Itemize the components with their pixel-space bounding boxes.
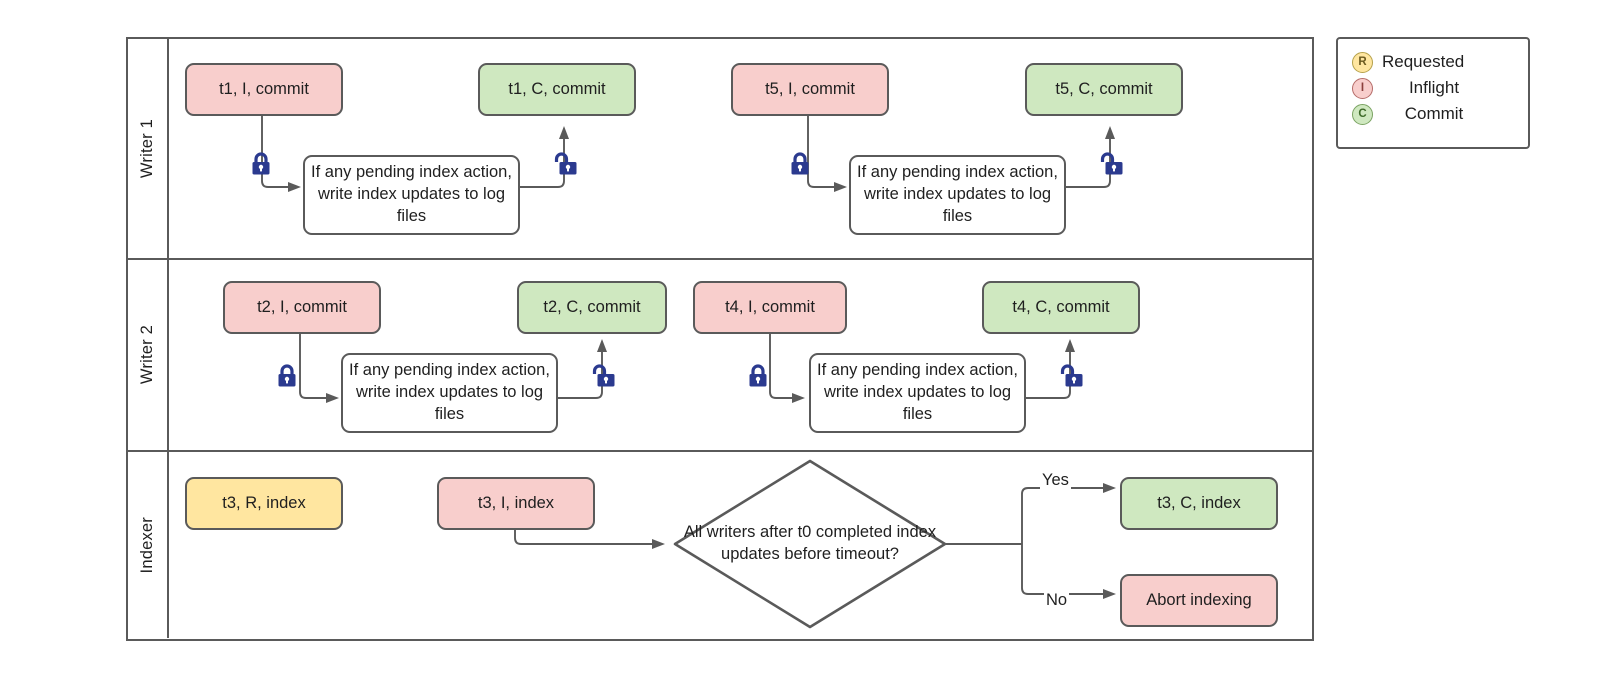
lock-open-icon — [592, 364, 616, 389]
legend-item-inflight: I Inflight — [1352, 75, 1512, 101]
lane-body-writer1: t1, I, commit t1, C, commit t5, I, commi… — [169, 39, 1312, 258]
lock-closed-icon — [788, 152, 812, 177]
commit-badge-icon: C — [1352, 103, 1373, 125]
lane-label-writer2: Writer 2 — [138, 325, 156, 385]
lock-closed-icon — [249, 152, 273, 177]
lock-open-icon — [1060, 364, 1084, 389]
legend-panel: R Requested I Inflight C Commit — [1336, 37, 1530, 149]
inflight-badge-icon: I — [1352, 77, 1373, 99]
lock-closed-icon — [746, 364, 770, 389]
lane-label-writer1: Writer 1 — [138, 118, 156, 179]
node-w1-t5-inflight[interactable]: t5, I, commit — [731, 63, 889, 116]
edge-label-yes: Yes — [1040, 471, 1071, 490]
lane-label-indexer: Indexer — [138, 516, 156, 574]
node-w1-t1-commit[interactable]: t1, C, commit — [478, 63, 636, 116]
node-w1-process-a[interactable]: If any pending index action, write index… — [303, 155, 520, 235]
node-indexer-t3-commit[interactable]: t3, C, index — [1120, 477, 1278, 530]
legend-item-commit: C Commit — [1352, 101, 1512, 127]
lane-body-writer2: t2, I, commit t2, C, commit t4, I, commi… — [169, 260, 1312, 450]
lane-header-writer2: Writer 2 — [128, 260, 169, 450]
swimlane-pool: Writer 1 t1, I, commit t1, C, commit t5,… — [126, 37, 1314, 641]
node-w2-t4-commit[interactable]: t4, C, commit — [982, 281, 1140, 334]
legend-label-commit: Commit — [1404, 104, 1464, 123]
legend-label-requested: Requested — [1382, 52, 1465, 71]
legend-label-inflight: Inflight — [1408, 78, 1460, 97]
node-w1-process-b[interactable]: If any pending index action, write index… — [849, 155, 1066, 235]
lane-writer2: Writer 2 t2, I, commit t2, C, commit t4,… — [128, 258, 1312, 450]
requested-badge-icon: R — [1352, 51, 1373, 73]
node-w2-process-b[interactable]: If any pending index action, write index… — [809, 353, 1026, 433]
lane-writer1: Writer 1 t1, I, commit t1, C, commit t5,… — [128, 39, 1312, 258]
node-indexer-t3-requested[interactable]: t3, R, index — [185, 477, 343, 530]
node-w2-t4-inflight[interactable]: t4, I, commit — [693, 281, 847, 334]
node-w2-t2-commit[interactable]: t2, C, commit — [517, 281, 667, 334]
decision-diamond[interactable]: All writers after t0 completed index upd… — [672, 458, 948, 630]
legend-item-requested: R Requested — [1352, 49, 1512, 75]
node-indexer-abort[interactable]: Abort indexing — [1120, 574, 1278, 627]
lane-header-indexer: Indexer — [128, 452, 169, 638]
lock-closed-icon — [275, 364, 299, 389]
node-w2-t2-inflight[interactable]: t2, I, commit — [223, 281, 381, 334]
lane-header-writer1: Writer 1 — [128, 39, 169, 258]
lane-indexer: Indexer t3, R, index t3, I, index t3, C,… — [128, 450, 1312, 638]
lock-open-icon — [1100, 152, 1124, 177]
edge-label-no: No — [1044, 591, 1070, 610]
node-w1-t1-inflight[interactable]: t1, I, commit — [185, 63, 343, 116]
node-w1-t5-commit[interactable]: t5, C, commit — [1025, 63, 1183, 116]
lock-open-icon — [554, 152, 578, 177]
node-indexer-t3-inflight[interactable]: t3, I, index — [437, 477, 595, 530]
node-w2-process-a[interactable]: If any pending index action, write index… — [341, 353, 558, 433]
lane-body-indexer: t3, R, index t3, I, index t3, C, index A… — [169, 452, 1312, 638]
